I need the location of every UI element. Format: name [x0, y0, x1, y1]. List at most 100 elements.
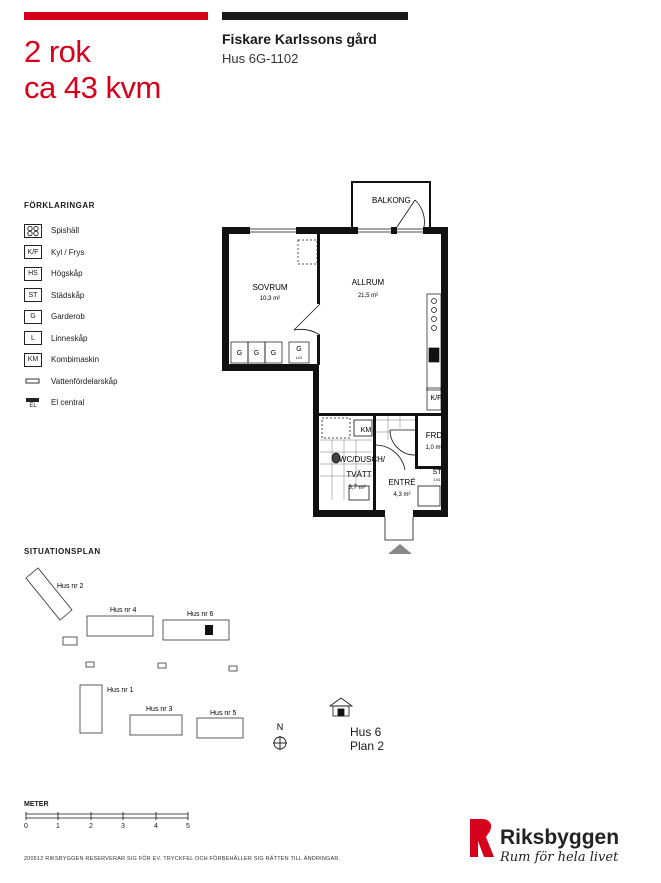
storage-area: 1,0 m² — [425, 445, 442, 451]
legend-label: El central — [51, 398, 85, 408]
entrance-arrow-icon — [388, 544, 412, 554]
building-label: Hus nr 1 — [107, 687, 134, 694]
scale-tick: 5 — [186, 823, 190, 830]
floor-number: Plan 2 — [350, 739, 385, 753]
brand-slogan: Rum för hela livet — [500, 850, 619, 865]
disclaimer: 200512 RIKSBYGGEN RESERVERAR SIG FÖR EV.… — [24, 856, 341, 862]
building-label: Hus nr 5 — [210, 710, 237, 717]
water-distribution-icon — [24, 374, 42, 388]
bathroom-tiles — [320, 416, 415, 500]
scale-tick: 0 — [24, 823, 28, 830]
legend-label: Kyl / Frys — [51, 247, 85, 257]
scale-bar — [25, 812, 189, 820]
building-outline — [129, 714, 183, 736]
legend-label: Spishäll — [51, 226, 80, 236]
legend-item: G Garderob — [24, 306, 184, 328]
wardrobe-label: G — [254, 350, 259, 357]
living-area: 21,5 m² — [358, 293, 378, 299]
walls — [222, 181, 448, 517]
el-label: EL — [29, 402, 37, 409]
legend-item: Spishäll — [24, 220, 184, 242]
balcony-label: BALKONG — [372, 196, 411, 205]
legend-symbol: K/F — [24, 245, 42, 260]
building-outline — [228, 665, 238, 672]
apartment-area: ca 43 kvm — [24, 70, 161, 105]
washer-label: KM — [361, 427, 372, 434]
site-plan-title: SITUATIONSPLAN — [24, 547, 101, 556]
bathroom-label: WC/DUSCH/ — [339, 455, 386, 464]
fridge-label: K/F — [431, 395, 442, 402]
entry-label: ENTRÉ — [388, 478, 415, 487]
legend-symbol: ST — [24, 288, 42, 303]
building-outline — [62, 636, 78, 646]
north-label: N — [277, 722, 284, 732]
legend-item: EL El central — [24, 392, 184, 414]
building-outline — [79, 684, 103, 734]
legend-symbol: KM — [24, 352, 42, 367]
unit-marker — [205, 625, 213, 635]
compass-icon — [273, 736, 287, 750]
building-label: Hus nr 4 — [110, 607, 137, 614]
scale-title: METER — [24, 801, 49, 808]
header-black-bar — [222, 12, 408, 20]
legend-label: Garderob — [51, 312, 85, 322]
building-outline — [85, 661, 95, 668]
legend-item: KM Kombimaskin — [24, 349, 184, 371]
legend: Spishäll K/F Kyl / Frys HS Högskåp ST St… — [24, 220, 184, 414]
building-label: Hus nr 6 — [187, 611, 214, 618]
scale-tick: 4 — [154, 823, 158, 830]
riksbyggen-logo-icon — [470, 819, 494, 857]
legend-label: Linneskåp — [51, 333, 88, 343]
bathroom-fixtures — [321, 417, 441, 507]
legend-label: Kombimaskin — [51, 355, 100, 365]
wardrobe-small-label: L/G — [296, 355, 302, 360]
unit-location: Hus 6 Plan 2 — [350, 725, 384, 753]
building-outline — [86, 615, 154, 637]
wardrobe-label: G — [271, 350, 276, 357]
hus-number: Hus 6 — [350, 725, 382, 739]
cleaning-label: ST — [433, 469, 443, 476]
scale-tick: 3 — [121, 823, 125, 830]
house-icon — [328, 697, 354, 717]
legend-symbol: L — [24, 331, 42, 346]
legend-item: L Linneskåp — [24, 328, 184, 350]
windows — [250, 228, 423, 233]
wardrobe-label: G — [296, 346, 301, 353]
entry-area: 4,3 m² — [393, 492, 410, 498]
unit-id: Hus 6G-1102 — [222, 51, 299, 66]
legend-symbol: G — [24, 309, 42, 324]
building-label: Hus nr 3 — [146, 706, 173, 713]
legend-label: Högskåp — [51, 269, 83, 279]
project-name: Fiskare Karlssons gård — [222, 31, 377, 47]
brand-name: Riksbyggen — [500, 826, 620, 849]
rooms-count: 2 rok — [24, 34, 91, 69]
scale-tick: 2 — [89, 823, 93, 830]
storage-label: FRD — [426, 431, 443, 440]
wardrobes — [230, 239, 318, 364]
apartment-size: 2 rok ca 43 kvm — [24, 34, 161, 106]
legend-label: Vattenfördelarskåp — [51, 376, 118, 386]
header-red-bar — [24, 12, 208, 20]
legend-symbol: HS — [24, 266, 42, 281]
building-outline — [196, 717, 244, 739]
wardrobe-label: G — [237, 350, 242, 357]
legend-item: K/F Kyl / Frys — [24, 242, 184, 264]
floor-plan: K/F G G G G L/G KM ST L/G BALKONG SOVRUM… — [222, 181, 448, 554]
doors — [293, 199, 425, 541]
bedroom-area: 10,3 m² — [260, 296, 280, 302]
cleaning-small-label: L/G — [434, 477, 440, 482]
legend-item: HS Högskåp — [24, 263, 184, 285]
building-label: Hus nr 2 — [57, 583, 84, 590]
kitchen — [426, 293, 442, 411]
legend-title: FÖRKLARINGAR — [24, 201, 95, 210]
bathroom-area: 3,7 m² — [348, 485, 365, 491]
building-outline — [162, 619, 230, 641]
electric-panel-icon: EL — [24, 396, 42, 410]
bedroom-label: SOVRUM — [252, 283, 287, 292]
building-outline — [157, 662, 167, 669]
living-label: ALLRUM — [352, 278, 385, 287]
stove-icon — [24, 223, 42, 238]
legend-item: ST Städskåp — [24, 285, 184, 307]
bathroom-label-2: TVÄTT — [346, 470, 371, 479]
scale-tick: 1 — [56, 823, 60, 830]
